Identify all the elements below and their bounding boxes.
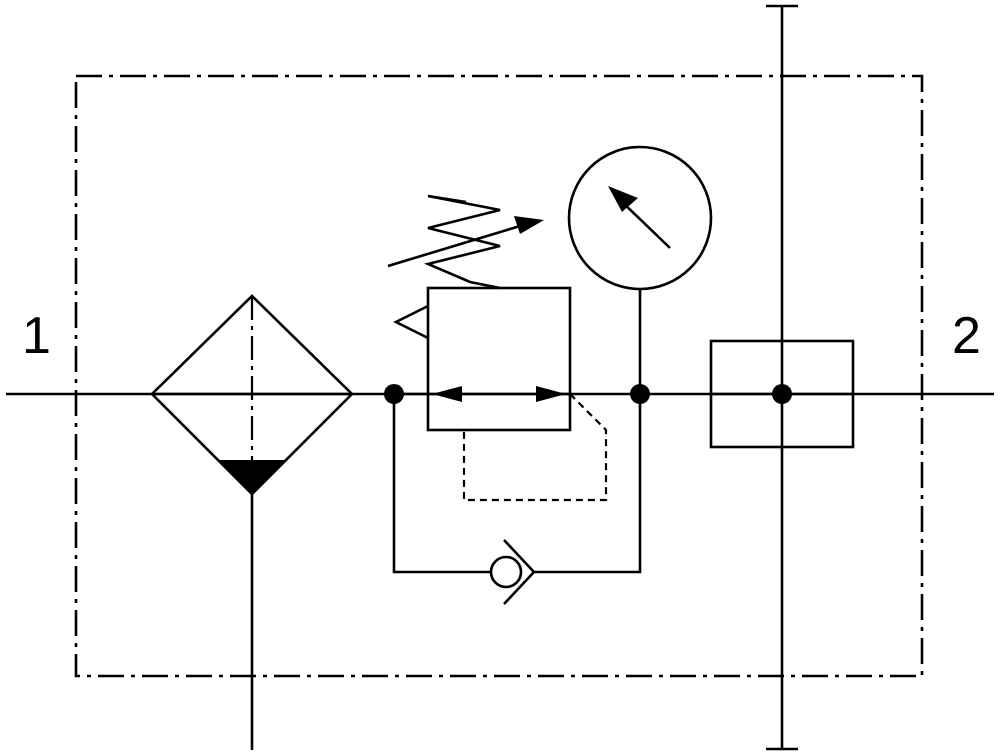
spring-icon [423,194,501,290]
adjust-arrow-icon [387,224,521,268]
check-valve-ball-icon [489,555,523,589]
manifold-block-symbol [709,4,855,751]
pressure-regulator-symbol [387,194,608,502]
unit-enclosure [74,74,924,678]
pressure-gauge-symbol [567,145,713,394]
filter-separator-symbol [150,294,354,750]
bypass-check-valve [392,394,642,605]
inlet-port-label: 1 [22,307,51,365]
gauge-dial-icon [567,145,713,291]
outlet-port-label: 2 [952,307,981,365]
